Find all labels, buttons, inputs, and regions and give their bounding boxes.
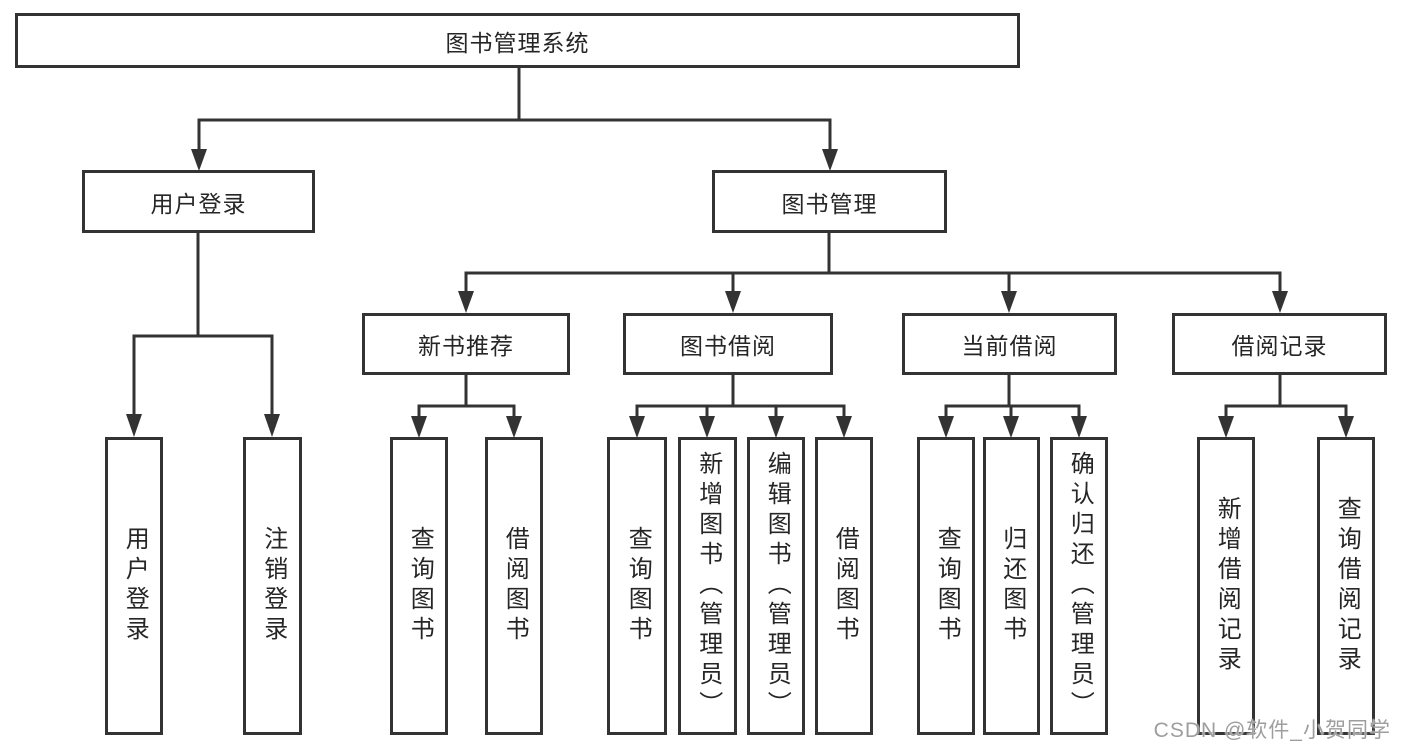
leaf-user-login: 用户登录 [105,437,163,735]
leaf-add-borrow-record: 新增借阅记录 [1197,437,1255,735]
node-user-login-branch: 用户登录 [82,170,315,233]
node-borrow-records: 借阅记录 [1172,313,1387,375]
leaf-query-books-current: 查询图书 [917,437,975,735]
node-borrow-records-label: 借阅记录 [1231,333,1328,359]
node-root: 图书管理系统 [15,13,1020,68]
connector-user-login-branch [132,233,274,416]
leaf-user-login-label: 用户登录 [121,526,149,646]
leaf-query-books-recommend: 查询图书 [390,437,448,735]
leaf-edit-book-admin: 编辑图书（管理员） [747,437,805,735]
node-current-borrow: 当前借阅 [902,313,1117,375]
leaf-return-book: 归还图书 [983,437,1040,735]
connector-book-mgmt-branch [464,233,1282,293]
leaf-query-books-recommend-label: 查询图书 [406,526,434,646]
node-new-book-recommend-label: 新书推荐 [418,333,514,359]
leaf-confirm-return-admin: 确认归还（管理员） [1050,437,1108,735]
node-new-book-recommend: 新书推荐 [362,313,570,375]
leaf-return-book-label: 归还图书 [998,526,1026,646]
leaf-logout-label: 注销登录 [259,526,287,646]
connector-root-to-level2 [197,68,832,151]
node-user-login-branch-label: 用户登录 [150,190,247,217]
leaf-borrow-books-recommend-label: 借阅图书 [501,526,529,646]
node-book-borrow: 图书借阅 [623,313,833,375]
node-book-borrow-label: 图书借阅 [680,333,776,359]
leaf-query-books-borrow-label: 查询图书 [624,526,652,646]
node-root-label: 图书管理系统 [445,29,590,56]
leaf-borrow-book-label: 借阅图书 [831,526,859,646]
leaf-confirm-return-admin-label: 确认归还（管理员） [1066,451,1094,721]
csdn-watermark: CSDN @软件_小贺同学 [1153,719,1391,742]
leaf-edit-book-admin-label: 编辑图书（管理员） [763,451,791,721]
leaf-query-borrow-record: 查询借阅记录 [1317,437,1375,735]
leaf-logout: 注销登录 [243,437,302,735]
leaf-add-book-admin-label: 新增图书（管理员） [694,451,722,721]
arrow-down-icons [126,149,1354,438]
leaf-query-books-current-label: 查询图书 [933,526,961,646]
leaf-borrow-book: 借阅图书 [815,437,873,735]
leaf-borrow-books-recommend: 借阅图书 [485,437,543,735]
node-current-borrow-label: 当前借阅 [961,333,1058,359]
node-book-management-label: 图书管理 [781,190,878,217]
connector-level3-to-leaves [417,375,1348,418]
leaf-add-book-admin: 新增图书（管理员） [678,437,737,735]
leaf-add-borrow-record-label: 新增借阅记录 [1213,496,1241,676]
leaf-query-borrow-record-label: 查询借阅记录 [1333,496,1361,676]
node-book-management: 图书管理 [712,170,947,233]
leaf-query-books-borrow: 查询图书 [607,437,667,735]
